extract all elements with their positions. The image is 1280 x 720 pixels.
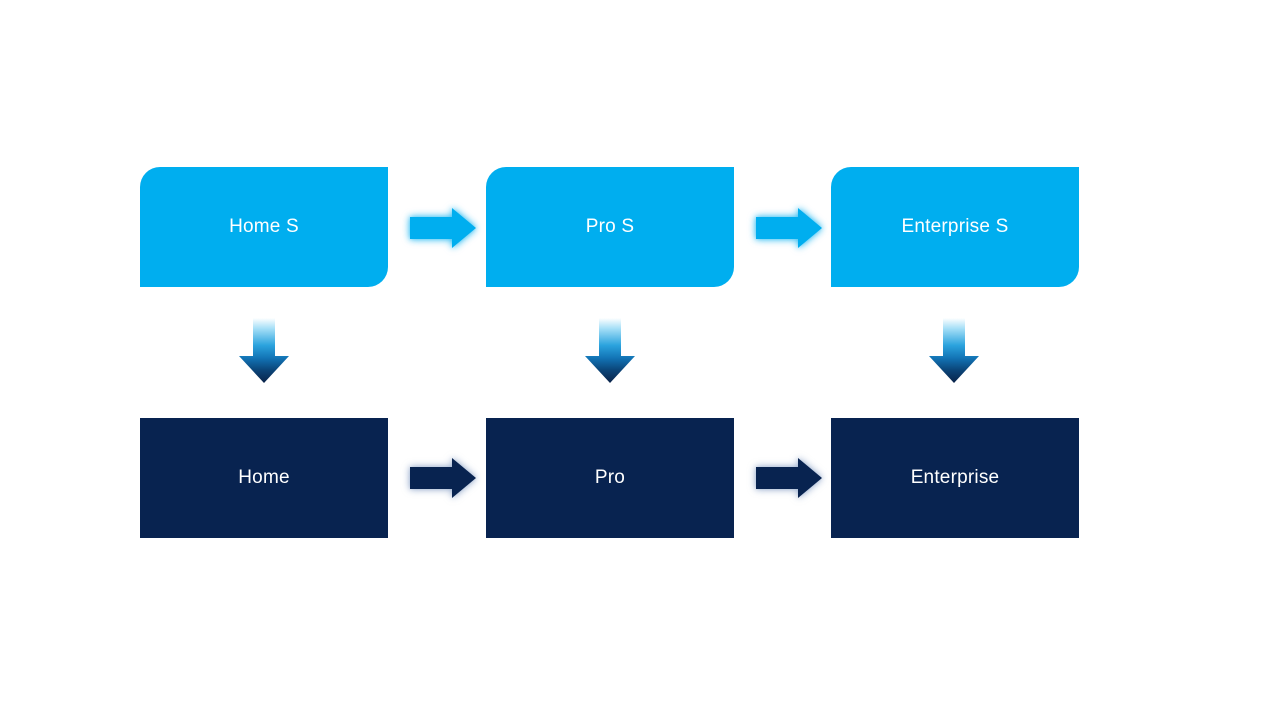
box-pro-s: Pro S (486, 167, 734, 287)
box-enterprise-s: Enterprise S (831, 167, 1079, 287)
right-arrow-icon (410, 208, 476, 248)
box-pro-s-label: Pro S (585, 215, 635, 237)
box-home: Home (140, 418, 388, 538)
down-arrow-icon (929, 318, 979, 383)
right-arrow-icon (410, 458, 476, 498)
box-home-label: Home (238, 466, 290, 488)
down-arrow-icon (239, 318, 289, 383)
down-arrow-icon (585, 318, 635, 383)
box-enterprise-s-label: Enterprise S (901, 215, 1009, 237)
box-pro-label: Pro (594, 466, 626, 488)
box-pro: Pro (486, 418, 734, 538)
box-enterprise-label: Enterprise (910, 466, 1000, 488)
right-arrow-icon (756, 458, 822, 498)
right-arrow-icon (756, 208, 822, 248)
box-enterprise: Enterprise (831, 418, 1079, 538)
box-home-s: Home S (140, 167, 388, 287)
box-home-s-label: Home S (229, 215, 299, 237)
